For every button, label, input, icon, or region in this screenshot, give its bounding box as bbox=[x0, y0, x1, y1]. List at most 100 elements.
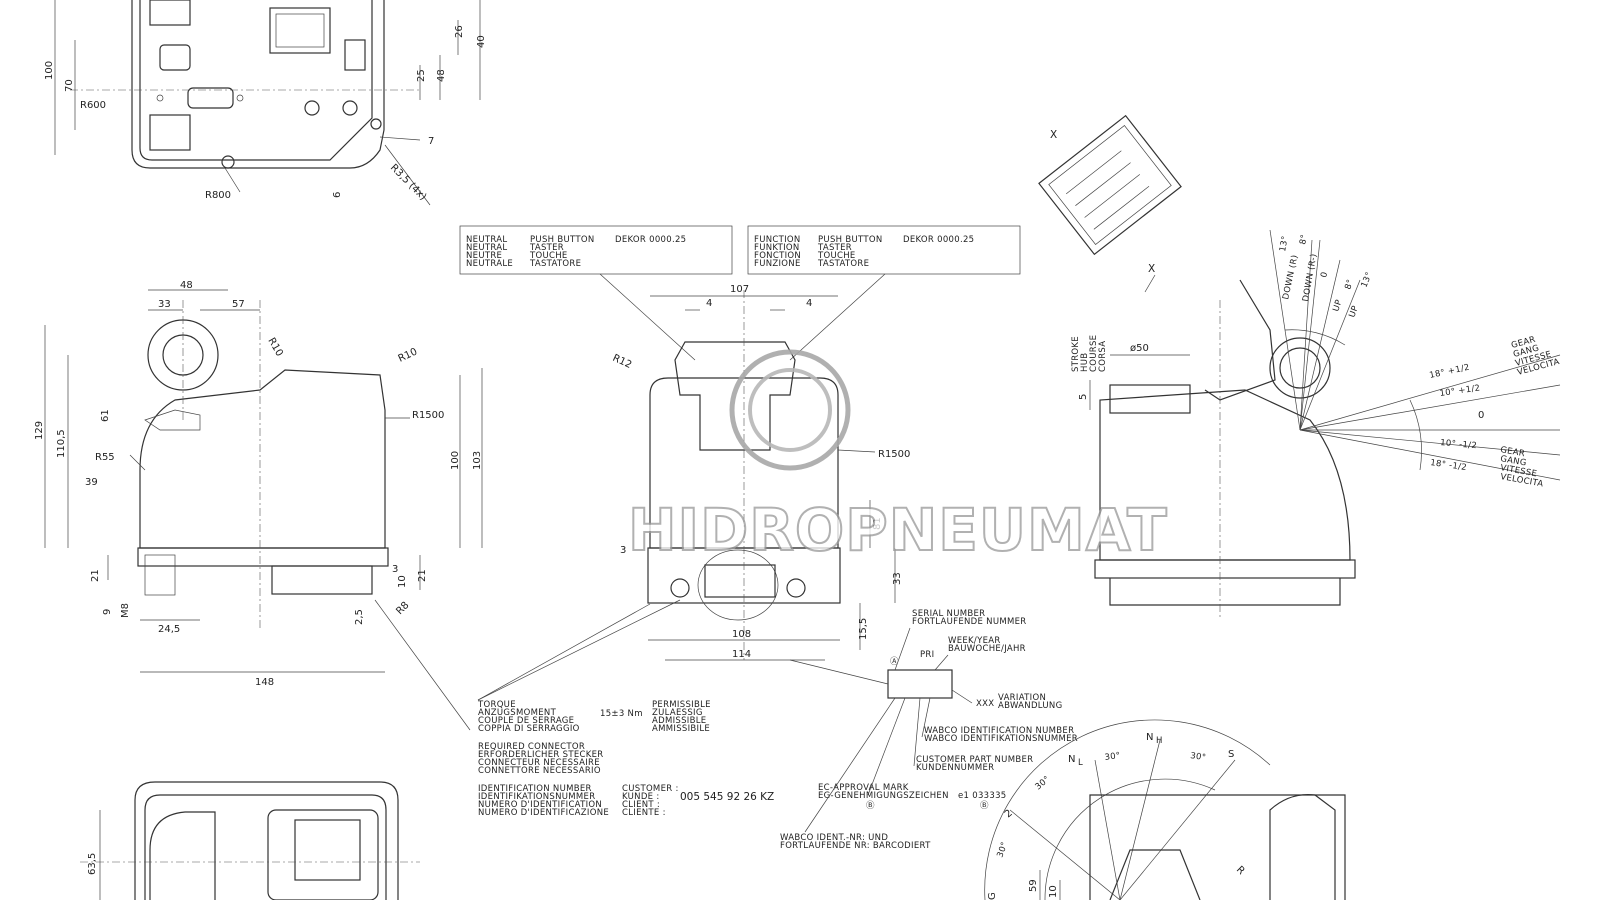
angle-line bbox=[1299, 259, 1341, 431]
mark-b-2: Ⓑ bbox=[980, 801, 989, 811]
label-gang-b: GANG bbox=[1499, 454, 1527, 468]
dim-21-b: 21 bbox=[417, 569, 428, 582]
label-course: COURSE bbox=[1089, 335, 1099, 372]
neutral-box-frame bbox=[459, 225, 733, 275]
dim-24-5: 24,5 bbox=[158, 624, 180, 635]
dim-21: 21 bbox=[90, 569, 101, 582]
angle-line bbox=[1299, 239, 1321, 431]
top-view-port bbox=[159, 44, 191, 71]
dim-15-5: 15,5 bbox=[858, 618, 869, 640]
perm-fr: ADMISSIBLE bbox=[652, 716, 706, 726]
angle-13: 13° bbox=[1278, 235, 1291, 252]
dim-2-5: 2,5 bbox=[354, 609, 365, 625]
side-connector bbox=[271, 565, 373, 595]
front-housing-outline bbox=[649, 377, 839, 549]
bottom-right-lever bbox=[1269, 793, 1336, 900]
connector-block bbox=[269, 7, 331, 54]
gear-label-line bbox=[1093, 185, 1150, 230]
angle-13-b: 13° bbox=[1360, 271, 1375, 290]
ident-fr: NUMERO D'IDENTIFICATION bbox=[478, 800, 602, 810]
side-thread bbox=[144, 554, 176, 596]
dim-r600: R600 bbox=[80, 100, 106, 111]
perm-de: ZULAESSIG bbox=[652, 708, 703, 718]
torque-de: ANZUGSMOMENT bbox=[478, 708, 557, 718]
ec-de: EG-GENEHMIGUNGSZEICHEN bbox=[818, 791, 949, 801]
bottom-right-gate bbox=[1109, 849, 1201, 900]
gate-radial bbox=[1119, 759, 1236, 900]
week-en: WEEK/YEAR bbox=[948, 636, 1001, 646]
right-lever-stick bbox=[1204, 279, 1276, 401]
leader-line bbox=[894, 627, 911, 671]
customer-part-de: KUNDENNUMMER bbox=[916, 763, 994, 773]
angle-line bbox=[1299, 384, 1561, 431]
dim-7: 7 bbox=[428, 136, 434, 147]
gear-label-inner bbox=[1048, 125, 1172, 245]
screw-hole bbox=[304, 100, 320, 116]
function-pb-fr: TOUCHE bbox=[817, 251, 856, 261]
side-lever-base bbox=[144, 409, 201, 431]
label-up-b: UP bbox=[1347, 304, 1360, 319]
dim-57: 57 bbox=[232, 299, 245, 310]
dim-129: 129 bbox=[34, 421, 45, 440]
screw-hole bbox=[156, 94, 164, 102]
dim-100: 100 bbox=[44, 61, 55, 80]
side-housing-outline bbox=[139, 369, 386, 549]
function-de: FUNKTION bbox=[754, 243, 800, 253]
gate-s: S bbox=[1228, 749, 1234, 760]
dim-33: 33 bbox=[158, 299, 171, 310]
dim-107: 107 bbox=[730, 284, 749, 295]
leader-line bbox=[951, 689, 973, 704]
front-screw bbox=[670, 578, 690, 598]
week-de: BAUWOCHE/JAHR bbox=[948, 644, 1026, 654]
dim-61: 61 bbox=[100, 409, 111, 422]
neutral-en: NEUTRAL bbox=[466, 235, 507, 245]
right-lever-knob-inner bbox=[1279, 347, 1321, 389]
bottom-left-view: 63,5 bbox=[80, 781, 420, 900]
leader-line bbox=[599, 273, 696, 361]
top-view-slot bbox=[149, 0, 191, 26]
gear-label-plate bbox=[1038, 114, 1182, 256]
gate-radial bbox=[1009, 809, 1121, 900]
perm-en: PERMISSIBLE bbox=[652, 700, 711, 710]
variation-en: VARIATION bbox=[998, 693, 1046, 703]
dim-10: 10 bbox=[397, 575, 408, 588]
dim-148: 148 bbox=[255, 677, 274, 688]
torque-fr: COUPLE DE SERRAGE bbox=[478, 716, 574, 726]
function-it: FUNZIONE bbox=[754, 259, 801, 269]
section-mark-x: X bbox=[1050, 129, 1057, 141]
variation-de: ABWANDLUNG bbox=[998, 701, 1062, 711]
neutral-pb-en: PUSH BUTTON bbox=[530, 235, 594, 245]
right-housing-outline bbox=[1099, 389, 1351, 561]
dim-81: 81 bbox=[872, 517, 883, 530]
front-label-oval bbox=[697, 549, 779, 621]
angle-arc bbox=[1409, 399, 1422, 471]
gate-30-d: 30° bbox=[995, 841, 1010, 859]
top-view-port-2 bbox=[187, 87, 234, 109]
serial-en: SERIAL NUMBER bbox=[912, 609, 985, 619]
dim-dia-50: ø50 bbox=[1130, 343, 1149, 354]
customer-part-en: CUSTOMER PART NUMBER bbox=[916, 755, 1033, 765]
gear-label-small bbox=[294, 819, 361, 881]
notes-block: TORQUE ANZUGSMOMENT COUPLE DE SERRAGE CO… bbox=[477, 599, 1078, 851]
dim-r10: R10 bbox=[265, 336, 284, 359]
function-pb-en: PUSH BUTTON bbox=[818, 235, 882, 245]
top-view: 100 70 R600 R800 26 40 25 48 7 R3,5 (4x)… bbox=[44, 0, 487, 206]
connector-pins bbox=[275, 13, 325, 48]
bottom-right-view: N H 30° 30° N L S 30° 2 30° G 59 10 R bbox=[984, 719, 1346, 900]
dim-10: 10 bbox=[1048, 885, 1059, 898]
label-down-r: DOWN (R) bbox=[1281, 254, 1300, 301]
angle-18-plus: 18° +1/2 bbox=[1429, 363, 1471, 381]
neutral-it: NEUTRALE bbox=[466, 259, 513, 269]
dim-r800: R800 bbox=[205, 190, 231, 201]
gate-nl-l: L bbox=[1078, 758, 1083, 768]
leader-line bbox=[129, 454, 146, 471]
gate-g: G bbox=[987, 892, 998, 900]
angle-zero: 0 bbox=[1478, 410, 1484, 421]
right-base-plate bbox=[1094, 559, 1356, 579]
dim-4: 4 bbox=[706, 298, 712, 309]
connector-it: CONNETTORE NECESSARIO bbox=[478, 766, 601, 776]
dim-r8: R8 bbox=[394, 600, 411, 617]
neutral-pb-de: TASTER bbox=[529, 243, 564, 253]
